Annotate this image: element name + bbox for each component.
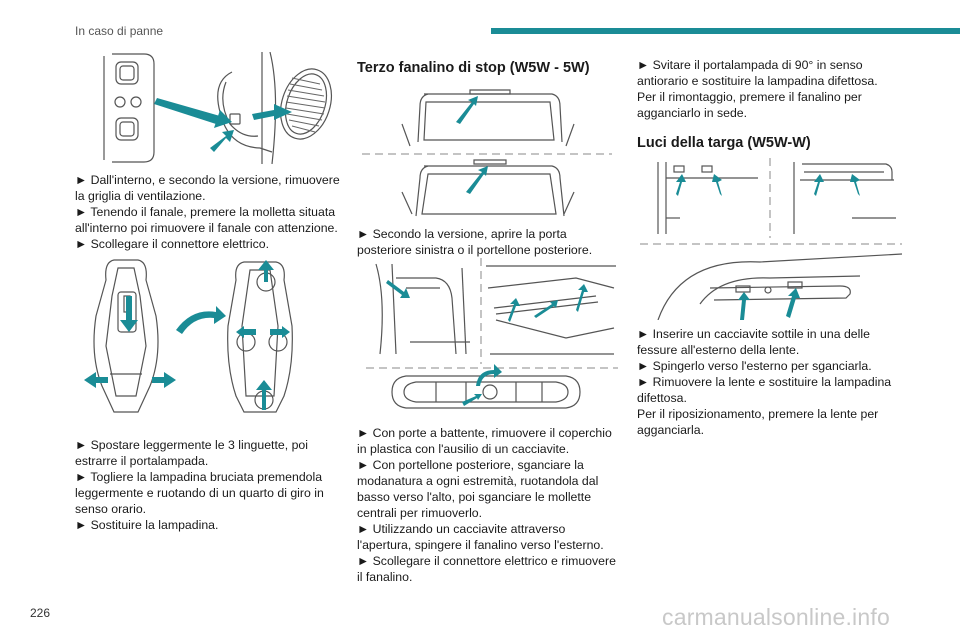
- instruction-text: ► Scollegare il connettore elettrico e r…: [357, 554, 616, 584]
- col3-steps-b: ► Inserire un cacciavite sottile in una …: [637, 326, 902, 438]
- col2-steps-a: ► Secondo la versione, aprire la porta p…: [357, 226, 622, 258]
- instruction-text: ► Scollegare il connettore elettrico.: [75, 237, 269, 251]
- col1-steps-a: ► Dall'interno, e secondo la versione, r…: [75, 172, 345, 252]
- header-accent-bar: [491, 28, 960, 34]
- instruction-text: ► Sostituire la lampadina.: [75, 518, 219, 532]
- watermark: carmanualsonline.info: [662, 604, 890, 630]
- instruction-text: ► Dall'interno, e secondo la versione, r…: [75, 173, 340, 203]
- instruction-text: ► Svitare il portalampada di 90° in sens…: [637, 58, 878, 88]
- col1-steps-b: ► Spostare leggermente le 3 linguette, p…: [75, 437, 345, 533]
- instruction-text: ► Con portellone posteriore, sganciare l…: [357, 458, 599, 520]
- third-brake-light-heading: Terzo fanalino di stop (W5W - 5W): [357, 60, 590, 76]
- instruction-text: Per il riposizionamento, premere la lent…: [637, 407, 879, 437]
- col3-steps-a: ► Svitare il portalampada di 90° in sens…: [637, 57, 902, 121]
- instruction-text: ► Togliere la lampadina bruciata premend…: [75, 470, 324, 516]
- lamp-holder-diagram: [80, 256, 306, 416]
- instruction-text: ► Tenendo il fanale, premere la molletta…: [75, 205, 338, 235]
- instruction-text: ► Inserire un cacciavite sottile in una …: [637, 327, 870, 357]
- instruction-text: ► Spostare leggermente le 3 linguette, p…: [75, 438, 308, 468]
- third-brake-light-removal-diagram: [366, 258, 618, 418]
- rear-lamp-grille-diagram: [102, 52, 338, 164]
- number-plate-light-heading: Luci della targa (W5W-W): [637, 135, 811, 151]
- page-number: 226: [30, 606, 51, 620]
- col2-steps-b: ► Con porte a battente, rimuovere il cop…: [357, 425, 622, 585]
- instruction-text: ► Con porte a battente, rimuovere il cop…: [357, 426, 612, 456]
- instruction-text: ► Rimuovere la lente e sostituire la lam…: [637, 375, 892, 405]
- section-title: In caso di panne: [75, 24, 164, 38]
- number-plate-light-diagram: [640, 158, 902, 320]
- instruction-text: ► Spingerlo verso l'esterno per sganciar…: [637, 359, 872, 373]
- instruction-text: Per il rimontaggio, premere il fanalino …: [637, 90, 862, 120]
- instruction-text: ► Secondo la versione, aprire la porta p…: [357, 227, 593, 257]
- instruction-text: ► Utilizzando un cacciavite attraverso l…: [357, 522, 604, 552]
- third-brake-light-door-diagram: [362, 84, 612, 220]
